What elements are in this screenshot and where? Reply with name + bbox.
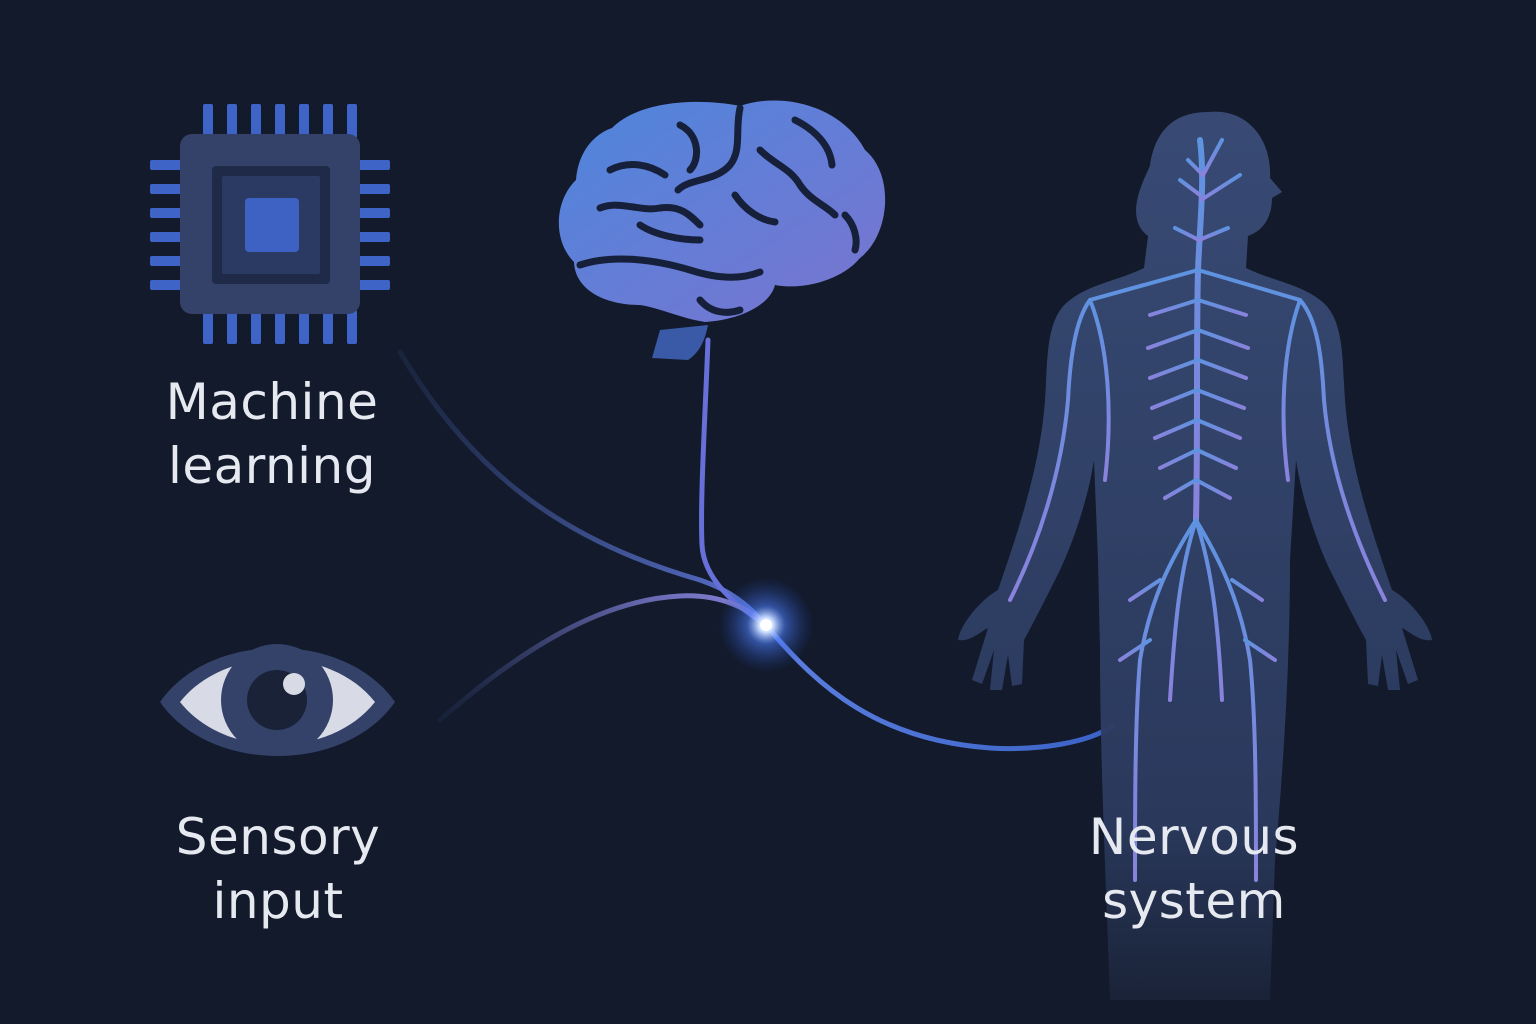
machine-learning-label: Machine learning (112, 370, 432, 498)
eye-to-hub-line (437, 593, 769, 723)
eye-icon (160, 644, 395, 756)
nervous-system-label-line2: system (1102, 872, 1286, 930)
sensory-input-label-line2: input (212, 872, 344, 930)
junction-glow (718, 577, 814, 673)
cpu-chip-icon (150, 104, 390, 344)
human-nervous-system-icon (958, 111, 1432, 1001)
brain-icon (558, 100, 886, 360)
nervous-system-label-line1: Nervous (1088, 808, 1300, 866)
sensory-input-label: Sensory input (118, 805, 438, 933)
connection-lines (397, 337, 1115, 752)
hub-to-body-line (763, 622, 1115, 752)
sensory-input-label-line1: Sensory (175, 808, 381, 866)
machine-learning-label-line2: learning (168, 437, 376, 495)
nervous-system-label: Nervous system (1034, 805, 1354, 933)
machine-learning-label-line1: Machine (165, 373, 379, 431)
ml-to-hub-line (397, 349, 769, 628)
